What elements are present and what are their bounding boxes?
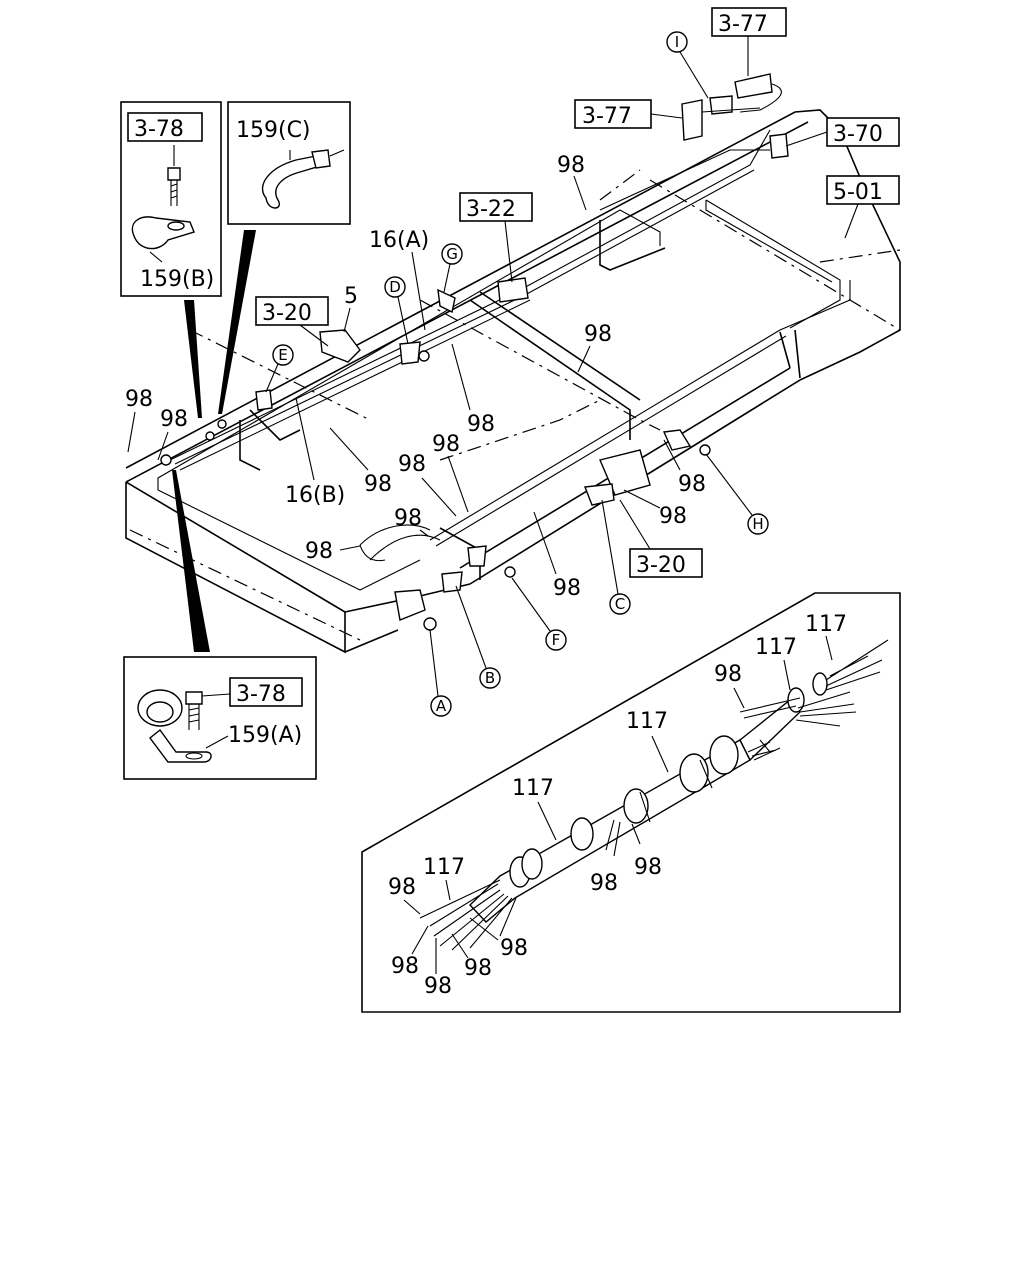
label-98-k: 98 [394,506,422,531]
harness-label-117-d: 117 [512,776,554,801]
callout-circle-b: B [455,585,501,689]
detail-159b-part-label: 159(B) [140,267,214,292]
callout-circle-g: G [441,243,463,293]
svg-text:E: E [278,346,287,364]
ref-3-70-label: 3-70 [833,122,883,147]
ref-3-77-mid-label: 3-77 [582,104,632,129]
svg-text:D: D [389,278,401,296]
reference-box-3-77-mid: 3-77 [574,99,652,129]
pointer-wedge-159c [218,230,256,414]
chassis-frame [125,73,901,654]
reference-box-3-70: 3-70 [826,117,900,147]
harness-label-117-c: 117 [626,709,668,734]
harness-label-98-h: 98 [424,974,452,999]
svg-text:B: B [485,669,495,687]
detail-159c-part-label: 159(C) [236,118,311,143]
callout-circle-c: C [601,499,631,615]
label-98-g: 98 [398,452,426,477]
harness-label-98-f: 98 [464,956,492,981]
svg-text:G: G [446,245,458,263]
callout-circle-i: I [666,31,709,99]
harness-label-98-b: 98 [634,855,662,880]
label-16a: 16(A) [369,228,429,253]
label-98-c: 98 [467,412,495,437]
svg-text:A: A [436,697,447,715]
label-98-i: 98 [678,472,706,497]
harness-detail-panel: 117 117 98 117 117 98 98 117 98 98 98 98… [361,592,901,1013]
svg-text:H: H [752,515,763,533]
harness-label-117-b: 117 [755,635,797,660]
detail-159a-part-label: 159(A) [228,723,302,748]
callout-circle-d: D [384,276,409,345]
harness-label-98-a: 98 [714,662,742,687]
detail-box-159b: 3-78 159(B) [120,101,222,297]
detail-box-159c: 159(C) [227,101,351,225]
reference-box-3-77-top: 3-77 [711,7,787,37]
callout-circle-a: A [429,629,452,717]
detail-159a-ref-label: 3-78 [236,682,286,707]
label-5: 5 [344,284,358,309]
ref-3-22-label: 3-22 [466,197,516,222]
harness-label-98-c: 98 [590,871,618,896]
reference-box-5-01: 5-01 [826,175,900,205]
callout-circle-e: E [265,344,294,393]
reference-box-3-22: 3-22 [459,192,533,222]
harness-label-117-a: 117 [805,612,847,637]
label-98-l: 98 [305,539,333,564]
ref-5-01-label: 5-01 [833,180,883,205]
label-98-d: 98 [125,387,153,412]
harness-label-98-g: 98 [391,954,419,979]
svg-text:I: I [675,33,679,51]
label-98-a: 98 [557,153,585,178]
pointer-wedge-159b [184,300,202,418]
label-98-b: 98 [584,322,612,347]
harness-label-98-d: 98 [388,875,416,900]
label-16b: 16(B) [285,483,345,508]
reference-box-3-20-left: 3-20 [255,296,329,326]
svg-text:F: F [552,631,561,649]
callout-circle-f: F [511,577,567,651]
ref-3-20-left-label: 3-20 [262,301,312,326]
label-98-h: 98 [364,472,392,497]
pointer-wedge-159a [172,470,210,652]
detail-159b-ref-label: 3-78 [134,117,184,142]
ref-3-20-right-label: 3-20 [636,553,686,578]
label-98-f: 98 [432,432,460,457]
label-98-e: 98 [160,407,188,432]
label-98-j: 98 [659,504,687,529]
ref-3-77-top-label: 3-77 [718,12,768,37]
svg-text:C: C [615,595,625,613]
label-98-m: 98 [553,576,581,601]
upper-part-labels: 98 16(A) 5 98 98 98 98 98 98 98 16(B) 98… [125,153,706,601]
harness-label-98-e: 98 [500,936,528,961]
harness-label-117-e: 117 [423,855,465,880]
detail-box-159a: 3-78 159(A) [123,656,317,780]
reference-box-3-20-right: 3-20 [629,548,703,578]
callout-circle-h: H [705,453,769,535]
